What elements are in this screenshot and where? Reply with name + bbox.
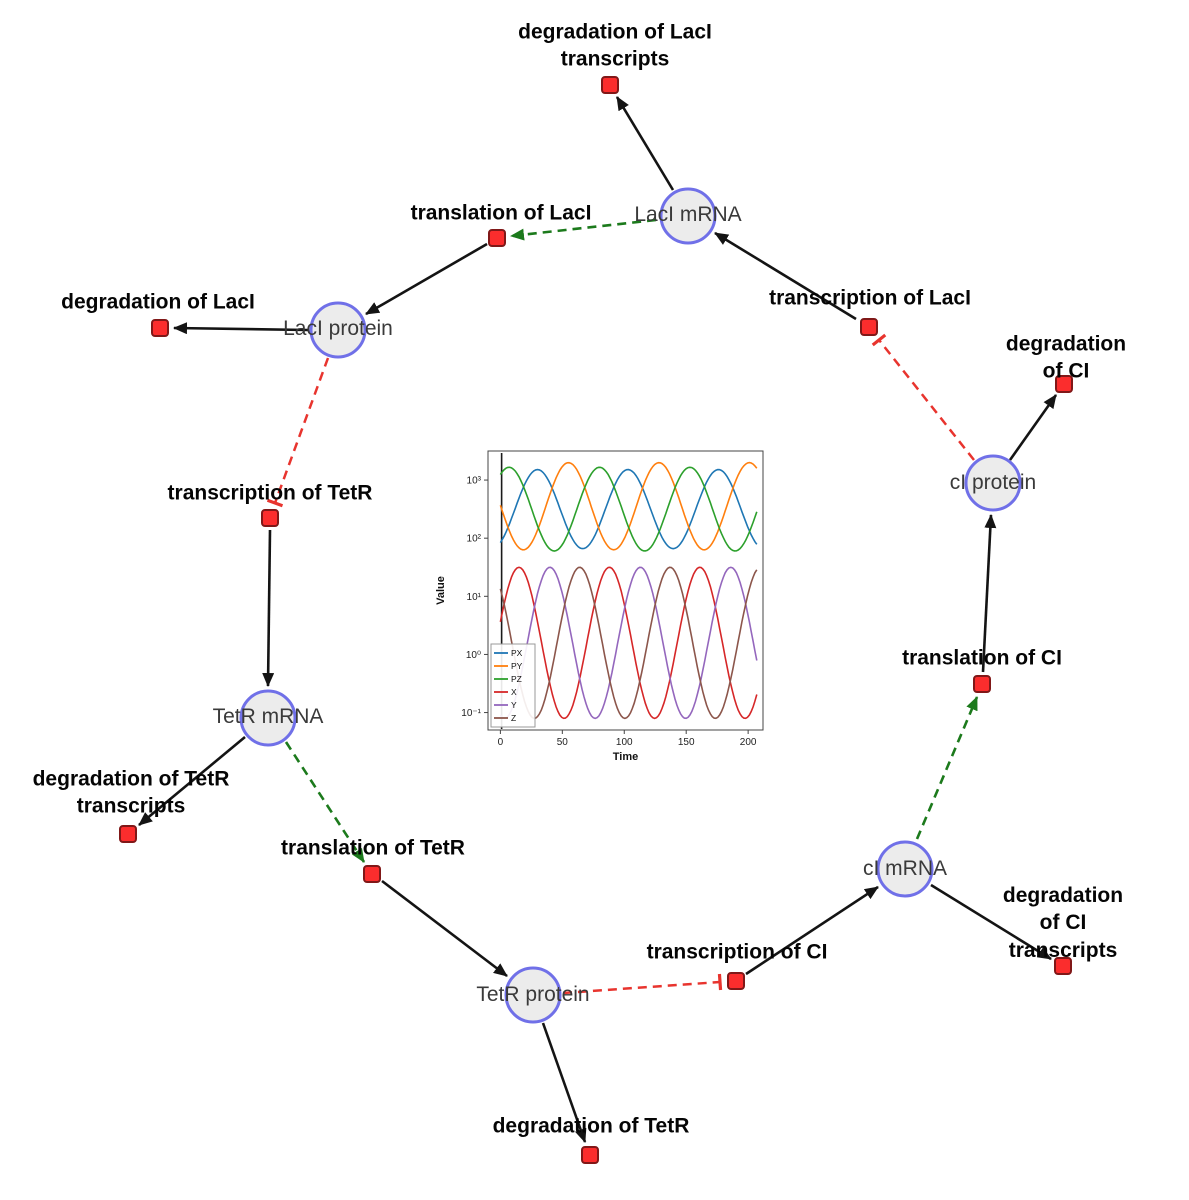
reaction-node-transcription-laci: [860, 318, 878, 336]
edge-tetr-mrna-to-translation-tetr: [284, 741, 366, 863]
edge-laci-protein-inhibits-transcription-tetr: [266, 357, 330, 508]
reaction-label-transcription-tetr: transcription of TetR: [167, 481, 373, 505]
x-tick-label: 0: [498, 737, 504, 748]
reaction-label-deg-ci: degradation of CI: [1005, 332, 1127, 383]
y-tick-label: 10¹: [467, 592, 482, 603]
reaction-node-translation-laci: [488, 229, 506, 247]
species-label-tetr-mrna: TetR mRNA: [212, 705, 324, 728]
reaction-node-deg-laci-transcripts: [601, 76, 619, 94]
edge-translation-ci-to-ci-protein: [981, 514, 997, 673]
edge-translation-laci-to-laci-protein: [365, 242, 488, 316]
reaction-node-deg-tetr-transcripts: [119, 825, 137, 843]
edge-laci-protein-to-deg-laci: [173, 322, 309, 335]
species-label-tetr-protein: TetR protein: [476, 983, 590, 1006]
species-label-ci-mrna: cI mRNA: [863, 857, 947, 880]
edge-transcription-laci-to-laci-mrna: [714, 231, 857, 321]
reaction-label-translation-laci: translation of LacI: [410, 201, 592, 225]
reaction-label-deg-ci-transcripts: degradation of CI transcripts: [1002, 884, 1124, 962]
legend-label-PX: PX: [511, 648, 523, 658]
reaction-node-deg-ci: [1055, 375, 1073, 393]
reaction-node-deg-ci-transcripts: [1054, 957, 1072, 975]
series-Y-line: [499, 566, 758, 720]
reaction-label-deg-laci-transcripts: degradation of LacI transcripts: [518, 20, 712, 71]
species-node-laci-protein: [309, 301, 367, 359]
species-node-tetr-protein: [504, 966, 562, 1024]
edge-ci-protein-to-deg-ci: [1008, 394, 1058, 461]
edge-translation-tetr-to-tetr-protein: [381, 879, 508, 978]
series-X-line: [499, 566, 758, 720]
series-Z-line: [499, 566, 758, 720]
edge-ci-mrna-to-deg-ci-transcripts: [930, 883, 1052, 961]
x-tick-label: 200: [740, 737, 757, 748]
edge-transcription-tetr-to-tetr-mrna: [262, 529, 275, 687]
series-PZ-line: [499, 466, 758, 552]
chart-legend: [490, 643, 536, 728]
y-tick-label: 10⁻¹: [461, 708, 481, 719]
species-label-ci-protein: cI protein: [949, 471, 1037, 494]
reaction-node-translation-tetr: [363, 865, 381, 883]
chart-frame: [487, 450, 764, 731]
x-tick-label: 50: [557, 737, 569, 748]
legend-label-PY: PY: [511, 661, 523, 671]
edge-ci-mrna-to-translation-ci: [915, 696, 979, 840]
species-label-laci-protein: LacI protein: [283, 317, 393, 340]
x-tick-label: 150: [678, 737, 695, 748]
legend-label-X: X: [511, 687, 517, 697]
species-label-laci-mrna: LacI mRNA: [634, 203, 742, 226]
series-PY-line: [499, 461, 758, 551]
edge-tetr-protein-to-deg-tetr: [541, 1022, 587, 1143]
species-node-tetr-mrna: [239, 689, 297, 747]
series-PX-line: [499, 468, 758, 550]
reaction-node-translation-ci: [973, 675, 991, 693]
reaction-node-deg-tetr: [581, 1146, 599, 1164]
reaction-label-deg-tetr: degradation of TetR: [492, 1114, 690, 1138]
reaction-label-transcription-ci: transcription of CI: [646, 940, 828, 964]
reaction-label-transcription-laci: transcription of LacI: [769, 286, 971, 310]
y-tick-label: 10³: [467, 476, 482, 487]
edge-laci-mrna-to-translation-laci: [510, 218, 657, 241]
reaction-label-translation-ci: translation of CI: [902, 646, 1062, 670]
x-axis-label: Time: [613, 751, 638, 763]
reaction-node-transcription-tetr: [261, 509, 279, 527]
reaction-label-deg-laci: degradation of LacI: [61, 290, 255, 314]
reaction-node-deg-laci: [151, 319, 169, 337]
y-axis-label: Value: [435, 576, 447, 605]
legend-label-Y: Y: [511, 700, 517, 710]
reaction-label-translation-tetr: translation of TetR: [281, 836, 465, 860]
reaction-label-deg-tetr-transcripts: degradation of TetR transcripts: [32, 767, 230, 818]
edge-laci-mrna-to-deg-laci-transcripts: [615, 96, 675, 191]
reaction-node-transcription-ci: [727, 972, 745, 990]
legend-label-Z: Z: [511, 713, 516, 723]
species-node-laci-mrna: [659, 187, 717, 245]
edge-ci-protein-inhibits-transcription-laci: [871, 333, 975, 461]
y-tick-label: 10²: [467, 534, 482, 545]
y-tick-label: 10⁰: [466, 650, 481, 661]
species-node-ci-mrna: [876, 840, 934, 898]
species-node-ci-protein: [964, 454, 1022, 512]
legend-label-PZ: PZ: [511, 674, 522, 684]
edge-tetr-mrna-to-deg-tetr-transcripts: [138, 735, 246, 827]
x-tick-label: 100: [616, 737, 633, 748]
edge-transcription-ci-to-ci-mrna: [745, 885, 879, 976]
edge-tetr-protein-inhibits-transcription-ci: [562, 973, 723, 995]
